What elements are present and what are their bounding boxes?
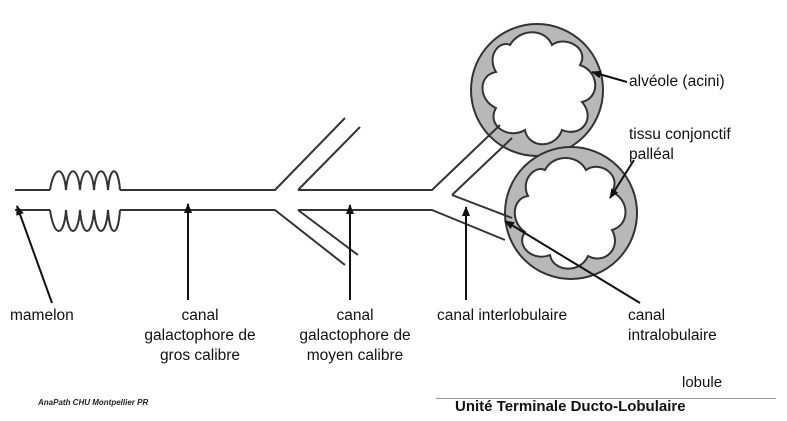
label-moyen-line1: canal	[278, 306, 432, 326]
upper-lobule	[471, 24, 603, 156]
label-moyen-line2: galactophore de	[278, 326, 432, 346]
label-intralobulaire: canal intralobulaire	[628, 306, 717, 346]
upper-acini	[483, 32, 596, 144]
lower-lobule	[505, 147, 637, 279]
duct-tree	[15, 118, 512, 265]
label-alveole: alvéole (acini)	[629, 72, 725, 92]
label-tissu-conjonctif: tissu conjonctif palléal	[629, 125, 731, 165]
label-moyen-line3: moyen calibre	[278, 346, 432, 366]
label-gros-line1: canal	[122, 306, 278, 326]
credit-text: AnaPath CHU Montpellier PR	[38, 398, 148, 407]
diagram-title: Unité Terminale Ducto-Lobulaire	[455, 398, 686, 415]
label-mamelon: mamelon	[10, 306, 74, 326]
label-lobule: lobule	[682, 374, 722, 391]
label-intra-line2: intralobulaire	[628, 326, 717, 346]
label-tissu-line2: palléal	[629, 145, 731, 165]
label-gros-calibre: canal galactophore de gros calibre	[122, 306, 278, 366]
arrow-mamelon	[17, 206, 52, 303]
label-intra-line1: canal	[628, 306, 717, 326]
nipple-coils	[50, 171, 120, 231]
label-gros-line3: gros calibre	[122, 346, 278, 366]
lower-acini	[515, 158, 626, 269]
label-gros-line2: galactophore de	[122, 326, 278, 346]
label-moyen-calibre: canal galactophore de moyen calibre	[278, 306, 432, 366]
label-interlobulaire: canal interlobulaire	[437, 306, 567, 326]
label-tissu-line1: tissu conjonctif	[629, 125, 731, 145]
